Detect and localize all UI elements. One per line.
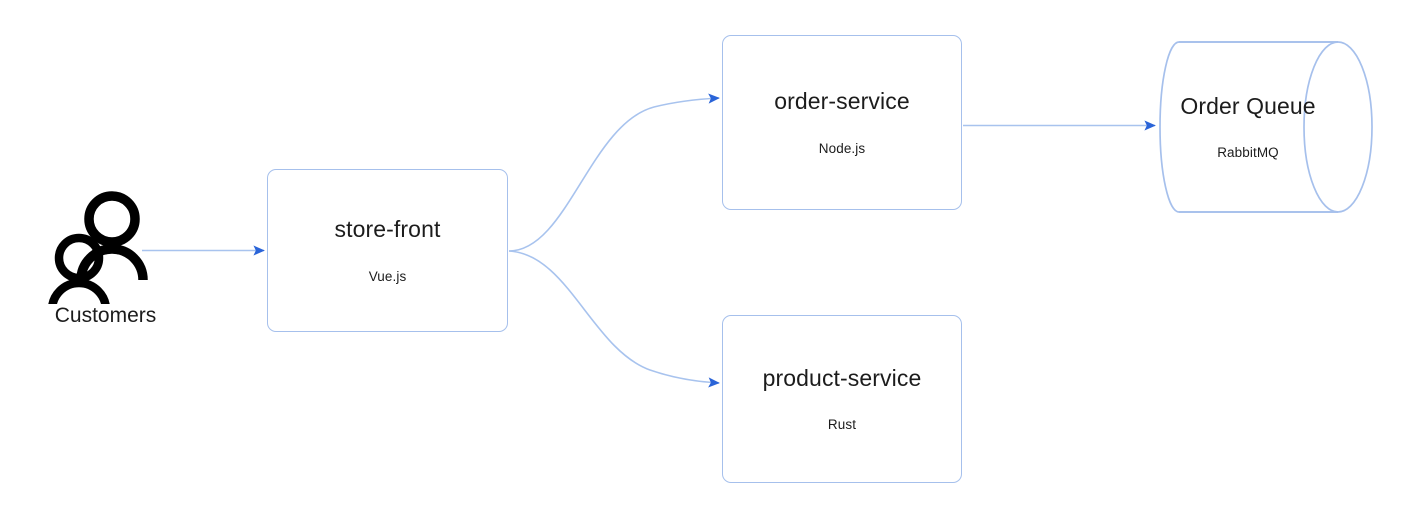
customers-label: Customers (54, 304, 157, 327)
node-order-service[interactable]: order-service Node.js (722, 35, 962, 210)
two-people-icon (48, 191, 148, 304)
node-order-queue-text: Order Queue RabbitMQ (1158, 40, 1338, 214)
node-order-queue[interactable]: Order Queue RabbitMQ (1158, 40, 1374, 214)
node-store-front-subtitle: Vue.js (368, 268, 407, 284)
node-order-service-subtitle: Node.js (818, 140, 866, 156)
customers-actor[interactable]: Customers (38, 186, 173, 336)
node-order-service-title: order-service (774, 88, 910, 115)
node-order-queue-subtitle: RabbitMQ (1217, 145, 1279, 161)
node-store-front-title: store-front (334, 216, 441, 243)
edge-store-front-to-product-service (508, 250, 720, 388)
node-product-service[interactable]: product-service Rust (722, 315, 962, 483)
cylinder-shape (1159, 41, 1373, 213)
edge-store-front-to-order-service (508, 93, 720, 252)
node-store-front[interactable]: store-front Vue.js (267, 169, 508, 332)
node-product-service-subtitle: Rust (827, 417, 857, 433)
node-product-service-title: product-service (762, 364, 922, 391)
node-order-queue-title: Order Queue (1180, 92, 1316, 119)
